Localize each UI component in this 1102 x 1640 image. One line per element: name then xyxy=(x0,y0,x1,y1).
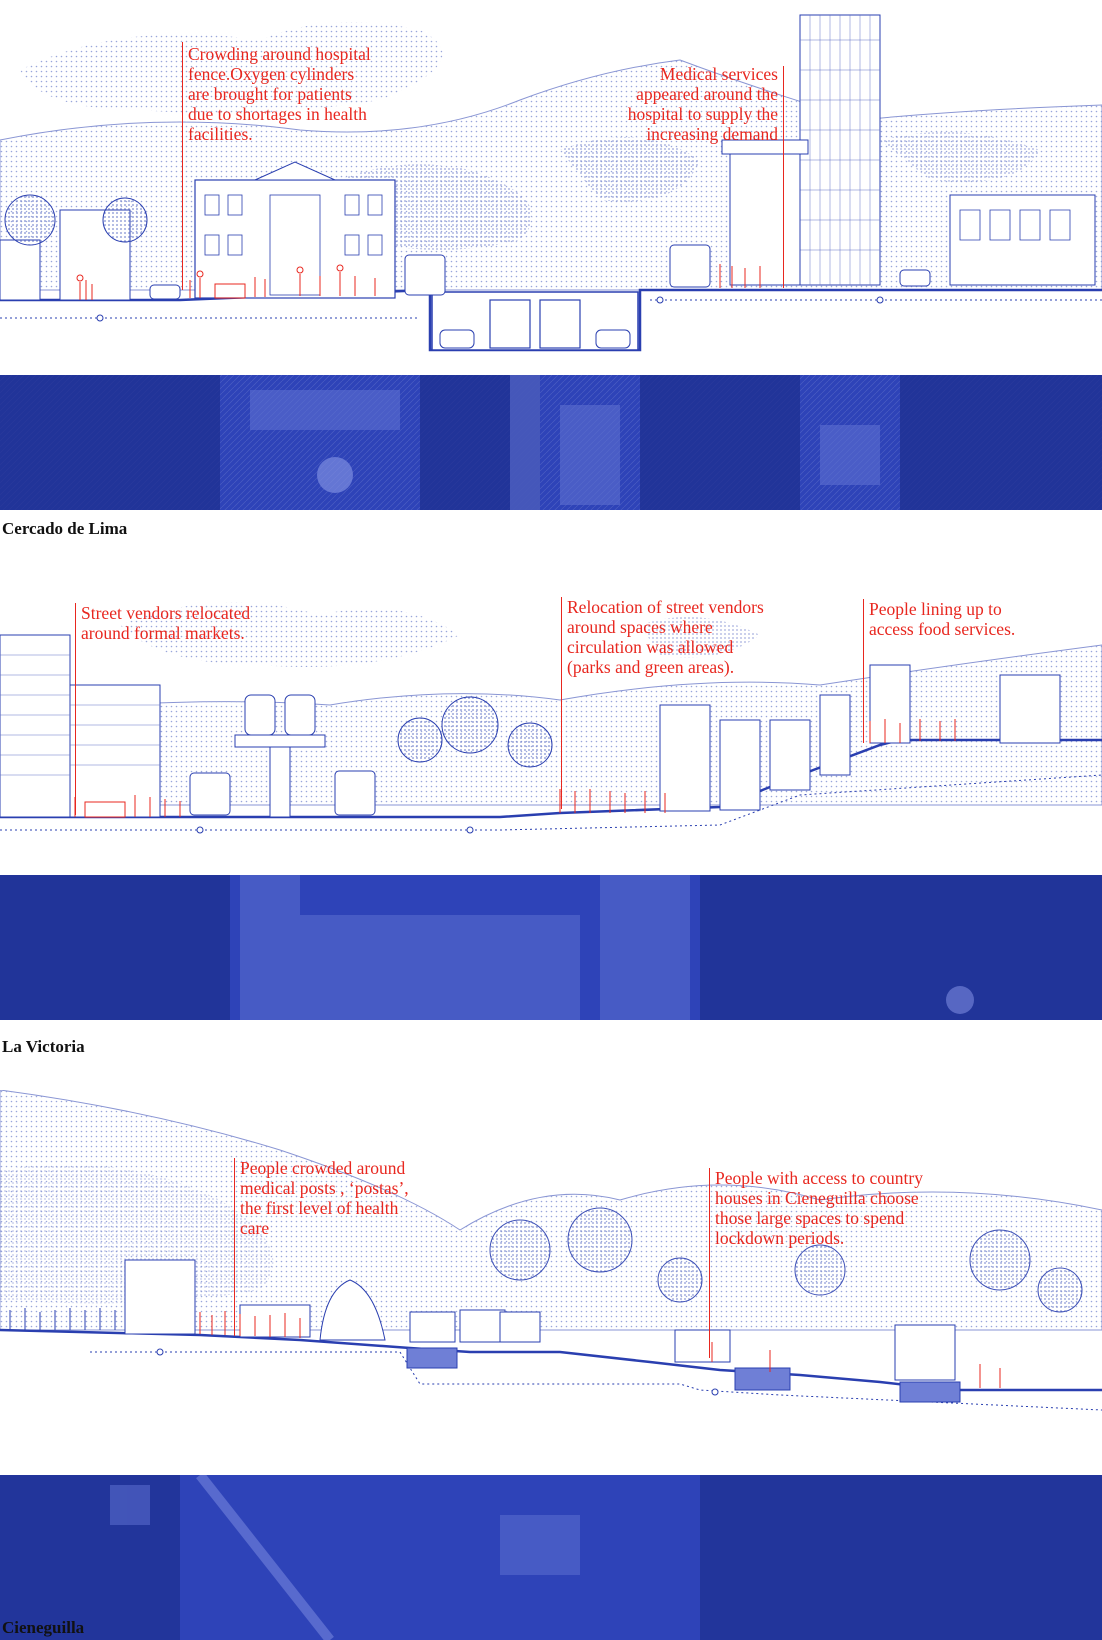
leader-line xyxy=(709,1168,710,1358)
colonial-building xyxy=(949,194,1096,286)
section-la-victoria: Street vendors relocated around formal m… xyxy=(0,545,1102,1065)
elevated-train xyxy=(234,694,326,818)
utility-line xyxy=(0,774,1102,831)
car xyxy=(899,269,931,287)
annotation-medical-posts: People crowded around medical posts , ‘p… xyxy=(240,1158,409,1238)
annotation-country-houses: People with access to country houses in … xyxy=(715,1168,924,1248)
medical-services-building xyxy=(721,139,809,286)
place-label-la-victoria: La Victoria xyxy=(2,1037,85,1056)
leader-line xyxy=(561,597,562,809)
cloud-texture xyxy=(20,22,443,114)
car xyxy=(149,284,181,300)
tree xyxy=(397,696,553,768)
street-section-drawing-cieneguilla xyxy=(0,1090,1102,1411)
annotation-street-vendors-markets: Street vendors relocated around formal m… xyxy=(81,603,251,643)
leader-line xyxy=(783,66,784,288)
aerial-photo-cieneguilla xyxy=(0,1475,1102,1640)
office-tower xyxy=(799,14,881,286)
street-section-drawing-la-victoria xyxy=(0,602,1102,834)
place-label-cieneguilla: Cieneguilla xyxy=(2,1618,85,1637)
place-label-cercado: Cercado de Lima xyxy=(2,519,128,538)
annotation-medical-services: Medical services appeared around the hos… xyxy=(627,64,778,144)
section-cieneguilla: People crowded around medical posts , ‘p… xyxy=(0,1090,1102,1640)
leader-line xyxy=(863,599,864,743)
building xyxy=(0,239,41,301)
crowd-red xyxy=(74,719,956,818)
crowd-blue xyxy=(9,1308,116,1330)
mountain-dark-patch xyxy=(0,1164,274,1304)
tree xyxy=(489,1207,1083,1313)
bus xyxy=(334,770,376,816)
bus xyxy=(189,772,231,816)
hillside-houses xyxy=(659,664,1061,812)
aerial-photo-cercado xyxy=(0,375,1102,510)
ground-line xyxy=(0,1328,1102,1392)
leader-line xyxy=(234,1158,235,1336)
tree xyxy=(4,194,148,246)
utility-line xyxy=(0,299,1102,319)
mountain-dark-patch xyxy=(880,132,1040,182)
annotation-hospital-crowding: Crowding around hospital fence.Oxygen cy… xyxy=(188,44,371,144)
crowd-red xyxy=(76,264,761,300)
bus xyxy=(404,254,446,296)
cloud-texture xyxy=(120,602,460,667)
mountain-dark-patch xyxy=(560,137,700,202)
hospital-building xyxy=(194,161,396,299)
utility-line xyxy=(90,1351,1102,1411)
leader-line xyxy=(182,42,183,290)
pool xyxy=(406,1347,458,1369)
street-section-drawing-cercado xyxy=(0,14,1102,352)
section-cercado: Crowding around hospital fence.Oxygen cy… xyxy=(0,0,1102,538)
cloud-texture xyxy=(640,617,760,658)
pool xyxy=(734,1367,791,1391)
mountain-silhouette xyxy=(0,644,1102,806)
ground-line xyxy=(0,288,1102,352)
building xyxy=(0,634,161,818)
rock xyxy=(319,1279,386,1341)
bus xyxy=(669,244,711,288)
pool xyxy=(899,1381,961,1403)
house xyxy=(124,1259,956,1381)
crowd-red xyxy=(199,1311,1001,1388)
plaza-circle xyxy=(317,457,353,493)
tunnel xyxy=(431,291,639,351)
aerial-photo-la-victoria xyxy=(0,875,1102,1020)
leader-line xyxy=(75,603,76,815)
annotation-street-vendors-parks: Relocation of street vendors around spac… xyxy=(567,597,764,677)
annotation-food-services: People lining up to access food services… xyxy=(869,599,1016,639)
